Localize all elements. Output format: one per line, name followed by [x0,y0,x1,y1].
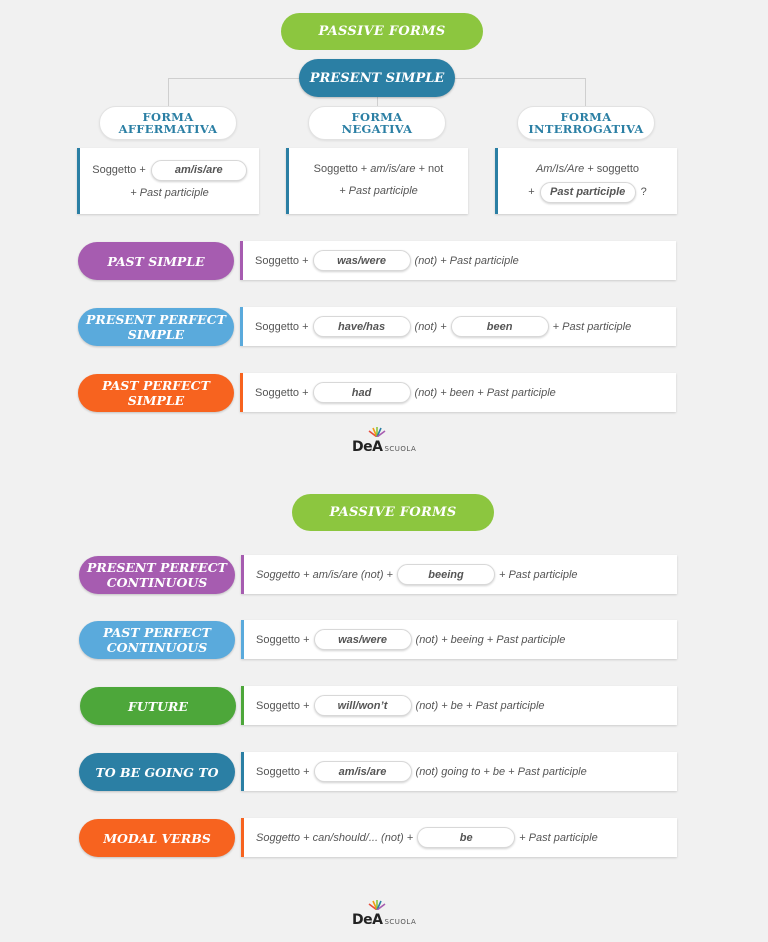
present-simple-pill: PRESENT SIMPLE [299,59,455,97]
formula-row: Soggetto + am/is/are (not) going to + be… [241,752,677,791]
tense-label: PRESENT PERFECT [86,312,226,327]
tense-past-perfect-continuous: PAST PERFECT CONTINUOUS [79,621,235,659]
tense-past-perfect-simple: PAST PERFECT SIMPLE [78,374,234,412]
verb-pill: had [312,382,411,403]
forma-label: INTERROGATIVA [528,122,644,136]
verb-pill: beeing [396,564,495,585]
card-interrogativa: Am/Is/Are + soggetto + Past participle ? [495,148,677,214]
forma-label: FORMA [351,110,403,124]
subject-text: Soggetto + [313,163,368,175]
tense-present-perfect-simple: PRESENT PERFECT SIMPLE [78,308,234,346]
rest-text: (not) + been + Past participle [414,386,556,399]
verb-pill: was/were [312,250,411,271]
forma-label: NEGATIVA [341,122,413,136]
forma-interrogativa: FORMA INTERROGATIVA [517,106,655,140]
question-mark: ? [640,186,647,198]
subject-text: Soggetto + [255,386,309,399]
verb-pill: am/is/are [313,761,412,782]
rest-text: + Past participle [498,568,578,581]
connector-line [585,78,586,106]
not-text: + not [418,163,444,175]
pre-text: Soggetto + [256,633,310,646]
rest-text: + Past participle [519,831,598,844]
verb-pill: have/has [312,316,411,337]
forma-label: AFFERMATIVA [118,122,218,136]
tense-modal-verbs: MODAL VERBS [79,819,235,857]
participle-pill: Past participle [539,181,636,203]
rest-text: + Past participle [339,185,418,197]
section-title-passive-forms: PASSIVE FORMS [281,13,483,50]
forma-label: FORMA [142,110,194,124]
rest-text: (not) + be + Past participle [415,699,545,712]
logo-dea-text: DeA [352,439,383,455]
verb-text: Am/Is/Are [535,163,585,175]
section-title-passive-forms: PASSIVE FORMS [292,494,494,531]
dea-scuola-logo: DeA SCUOLA [352,427,417,455]
rest-text: (not) + Past participle [414,254,519,267]
tense-label: MODAL VERBS [103,830,211,846]
tense-to-be-going-to: TO BE GOING TO [79,753,235,791]
card-negativa: Soggetto + am/is/are + not + Past partic… [286,148,468,214]
formula-row: Soggetto + will/won’t (not) + be + Past … [241,686,677,725]
pre-text: Soggetto + [256,765,310,778]
tense-label: CONTINUOUS [106,575,208,590]
subject-text: Soggetto + [92,164,146,176]
dea-scuola-logo: DeA SCUOLA [352,900,417,928]
connector-line [377,96,378,106]
logo-scuola-text: SCUOLA [384,918,417,926]
tense-label: PAST SIMPLE [107,253,205,269]
verb-pill: was/were [313,629,412,650]
sunburst-icon [368,900,386,910]
tense-label: PRESENT PERFECT [87,560,227,575]
tense-present-perfect-continuous: PRESENT PERFECT CONTINUOUS [79,556,235,594]
formula-row: Soggetto + can/should/... (not) + be + P… [241,818,677,857]
formula-row: Soggetto + was/were (not) + Past partici… [240,241,676,280]
mid-text: (not) + [414,320,447,333]
rest-text: + Past participle [130,187,209,199]
tense-past-simple: PAST SIMPLE [78,242,234,280]
tense-label: SIMPLE [127,393,185,408]
sunburst-icon [368,427,386,437]
rest-text: + Past participle [552,320,632,333]
verb-pill: am/is/are [150,159,247,181]
tense-label: PAST PERFECT [103,625,211,640]
pre-text: Soggetto + am/is/are (not) + [256,568,393,581]
card-affermativa: Soggetto + am/is/are + Past participle [77,148,259,214]
tense-label: PAST PERFECT [102,378,210,393]
formula-row: Soggetto + have/has (not) + been + Past … [240,307,676,346]
rest-text: (not) going to + be + Past participle [415,765,587,778]
subject-text: Soggetto + [255,254,309,267]
logo-scuola-text: SCUOLA [384,445,417,453]
plus-text: + [528,186,535,198]
tense-label: TO BE GOING TO [95,764,219,780]
subject-text: Soggetto + [255,320,309,333]
verb-pill: be [417,827,516,848]
connector-line [168,78,169,106]
forma-affermativa: FORMA AFFERMATIVA [99,106,237,140]
pre-text: Soggetto + can/should/... (not) + [256,831,414,844]
forma-label: FORMA [560,110,612,124]
verb-pill: will/won’t [313,695,412,716]
verb-text: am/is/are [370,163,416,175]
formula-row: Soggetto + had (not) + been + Past parti… [240,373,676,412]
tense-label: SIMPLE [127,327,185,342]
formula-row: Soggetto + am/is/are (not) + beeing + Pa… [241,555,677,594]
tense-label: CONTINUOUS [106,640,208,655]
tense-label: FUTURE [128,698,188,714]
formula-row: Soggetto + was/were (not) + beeing + Pas… [241,620,677,659]
rest-text: (not) + beeing + Past participle [415,633,566,646]
pre-text: Soggetto + [256,699,310,712]
forma-negativa: FORMA NEGATIVA [308,106,446,140]
verb2-pill: been [450,316,549,337]
tense-future: FUTURE [80,687,236,725]
logo-dea-text: DeA [352,912,383,928]
subject-text: + soggetto [587,163,640,175]
